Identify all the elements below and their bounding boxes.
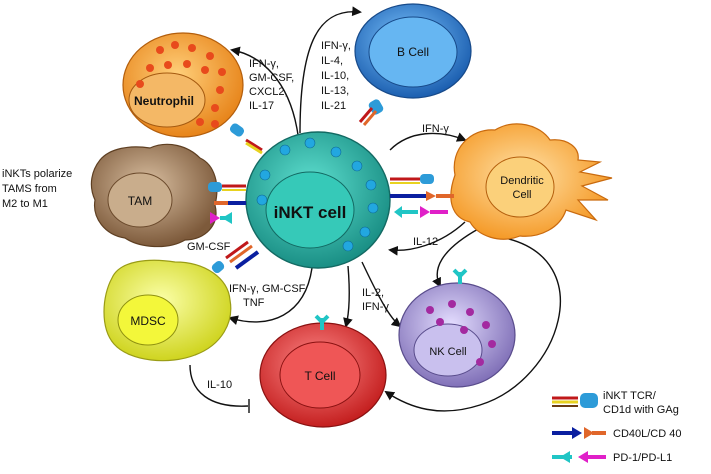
il12-label: IL-12: [413, 236, 438, 248]
neutrophil-cytokine-3: CXCL2,: [249, 86, 288, 98]
inhibit-mdsc-to-tcell: [189, 364, 249, 407]
pairs-tam: [208, 182, 246, 224]
receptor-pairs: [208, 99, 454, 274]
mdsc-label: MDSC: [130, 314, 166, 328]
tcell: T Cell: [259, 314, 387, 428]
tam-note-1: iNKTs polarize: [2, 168, 72, 180]
tam-cell: TAM: [90, 143, 218, 248]
pairs-dendritic: [390, 174, 454, 218]
bcell-cytokine-4: IL-13,: [321, 85, 349, 97]
il10-label: IL-10: [207, 379, 232, 391]
tam-note-2: TAMS from: [2, 183, 57, 195]
arrow-dc-to-inkt-il12: [388, 221, 466, 256]
nk-receptor: [452, 268, 468, 284]
dendritic-cell: Dendritic Cell: [450, 123, 613, 240]
arrow-to-neutrophil: [230, 46, 299, 136]
granules: [136, 41, 226, 128]
mdsc-cytokine-1: IFN-γ, GM-CSF: [229, 283, 306, 295]
nk-granules: [426, 300, 496, 366]
inkt-granules: [256, 137, 379, 252]
bcell-cytokine-5: IL-21: [321, 100, 346, 112]
bcell-cytokine-2: IL-4,: [321, 55, 343, 67]
legend-pd1: PD-1/PD-L1: [552, 451, 672, 464]
il2-label: IL-2,: [362, 287, 384, 299]
neutrophil-label: Neutrophil: [134, 94, 194, 108]
gmcsf-label: GM-CSF: [187, 241, 231, 253]
tcr-pair-neutrophil: [229, 123, 263, 155]
tam-label: TAM: [128, 194, 152, 208]
tcell-label: T Cell: [304, 369, 335, 383]
legend-pd1-label: PD-1/PD-L1: [613, 452, 672, 464]
tcell-receptor: [314, 314, 330, 330]
legend-tcr-line2: CD1d with GAg: [603, 404, 679, 416]
inkt-cell: iNKT cell: [245, 131, 391, 269]
mdsc-cytokine-2: TNF: [243, 297, 265, 309]
arrow-to-tcell: [343, 265, 353, 328]
cytokine-labels: IFN-γ, GM-CSF, CXCL2, IL-17 IFN-γ, IL-4,…: [2, 40, 449, 391]
dendritic-label-line2: Cell: [513, 189, 532, 201]
legend-cd40-label: CD40L/CD 40: [613, 428, 681, 440]
neutrophil-cytokine-4: IL-17: [249, 100, 274, 112]
bcell-cytokine-3: IL-10,: [321, 70, 349, 82]
inkt-label: iNKT cell: [274, 203, 347, 222]
arrow-to-mdsc: [228, 267, 313, 325]
bcell-label: B Cell: [397, 45, 429, 59]
ifn-label: IFN-γ: [362, 301, 389, 313]
mdsc-cell: MDSC: [103, 259, 232, 362]
nk-cell: NK Cell: [398, 268, 516, 388]
arrow-to-nkcell: [361, 261, 402, 328]
dc-ifn-label: IFN-γ: [422, 123, 449, 135]
legend: iNKT TCR/ CD1d with GAg CD40L/CD 40 PD-1…: [552, 390, 681, 464]
bcell-cytokine-1: IFN-γ,: [321, 40, 351, 52]
dendritic-label-line1: Dendritic: [500, 175, 544, 187]
arrow-dc-to-nkcell: [432, 227, 481, 288]
legend-cd40: CD40L/CD 40: [552, 427, 681, 440]
pairs-mdsc: [211, 240, 260, 274]
arrow-to-dendritic: [389, 132, 467, 151]
tam-note-3: M2 to M1: [2, 198, 48, 210]
legend-tcr-line1: iNKT TCR/: [603, 390, 657, 402]
arrow-dc-to-tcell: [384, 237, 561, 412]
arrow-to-bcell: [299, 6, 362, 134]
bcell: B Cell: [354, 3, 472, 99]
nkcell-label: NK Cell: [429, 346, 466, 358]
legend-tcr: iNKT TCR/ CD1d with GAg: [552, 390, 679, 416]
neutrophil-cytokine-2: GM-CSF,: [249, 72, 294, 84]
neutrophil-cell: Neutrophil: [122, 32, 244, 138]
neutrophil-cytokine-1: IFN-γ,: [249, 58, 279, 70]
tcr-pair-bcell: [358, 99, 384, 126]
interaction-arrows: [189, 6, 561, 413]
